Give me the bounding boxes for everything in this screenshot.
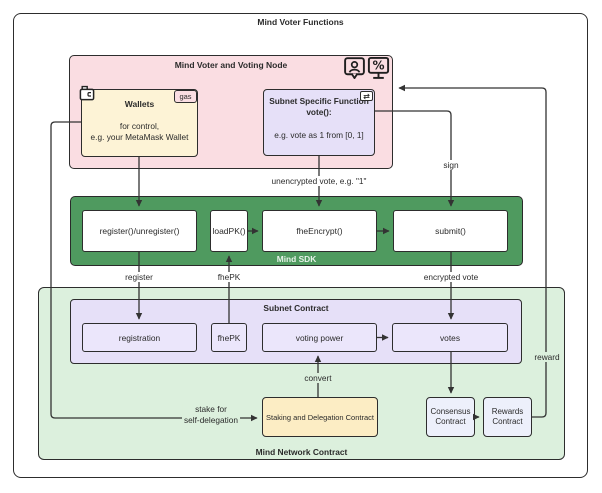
subnet-function-box: Subnet Specific Function vote(): e.g. vo… [263, 89, 375, 156]
edge-label-stake-line1: stake for [195, 404, 227, 414]
edge-label-encrypted-vote: encrypted vote [421, 272, 481, 282]
subnet-box-registration: registration [82, 323, 197, 352]
edge-label-convert: convert [302, 373, 334, 383]
edge-label-unencrypted-vote: unencrypted vote, e.g. "1" [269, 176, 369, 186]
subnet-contract-title: Subnet Contract [263, 303, 329, 313]
network-contract-title: Mind Network Contract [255, 447, 348, 457]
function-line1: Subnet Specific Function [269, 96, 369, 106]
function-line2: vote(): [306, 106, 332, 117]
consensus-line1: Consensus [430, 407, 471, 416]
svg-text:%: % [372, 59, 384, 73]
function-line3: e.g. vote as 1 from [0, 1] [274, 130, 364, 140]
rewards-contract-box: Rewards Contract [483, 397, 532, 437]
sdk-box-register: register()/unregister() [82, 210, 197, 252]
subnet-box-fhepk: fhePK [211, 323, 247, 352]
sdk-title: Mind SDK [276, 254, 317, 264]
gas-badge: gas [174, 89, 197, 103]
percent-display-icon: % [366, 55, 391, 86]
swap-arrows-icon: ⇄ [360, 90, 373, 101]
voter-node-title: Mind Voter and Voting Node [174, 60, 288, 70]
sdk-box-fheencrypt: fheEncrypt() [262, 210, 377, 252]
consensus-line2: Contract [435, 417, 466, 426]
edge-label-fhepk: fhePK [215, 272, 243, 282]
edge-label-sign: sign [441, 160, 461, 170]
sdk-box-loadpk: loadPK() [210, 210, 248, 252]
edge-label-stake: stake for self-delegation [182, 404, 240, 426]
wallet-icon [79, 84, 95, 106]
wallets-line2: e.g. your MetaMask Wallet [90, 132, 189, 142]
edge-label-stake-line2: self-delegation [184, 415, 238, 425]
consensus-contract-box: Consensus Contract [426, 397, 475, 437]
sdk-box-submit: submit() [393, 210, 508, 252]
wallets-line1: for control, [119, 121, 160, 131]
edge-label-reward: reward [532, 352, 562, 362]
edge-label-register: register [123, 272, 155, 282]
diagram-title: Mind Voter Functions [257, 17, 344, 27]
wallets-title: Wallets [124, 99, 155, 109]
rewards-line2: Contract [492, 417, 523, 426]
subnet-box-voting-power: voting power [262, 323, 377, 352]
rewards-line1: Rewards [491, 407, 524, 416]
subnet-box-votes: votes [392, 323, 508, 352]
staking-delegation-box: Staking and Delegation Contract [262, 397, 378, 437]
user-chat-icon [343, 56, 366, 86]
